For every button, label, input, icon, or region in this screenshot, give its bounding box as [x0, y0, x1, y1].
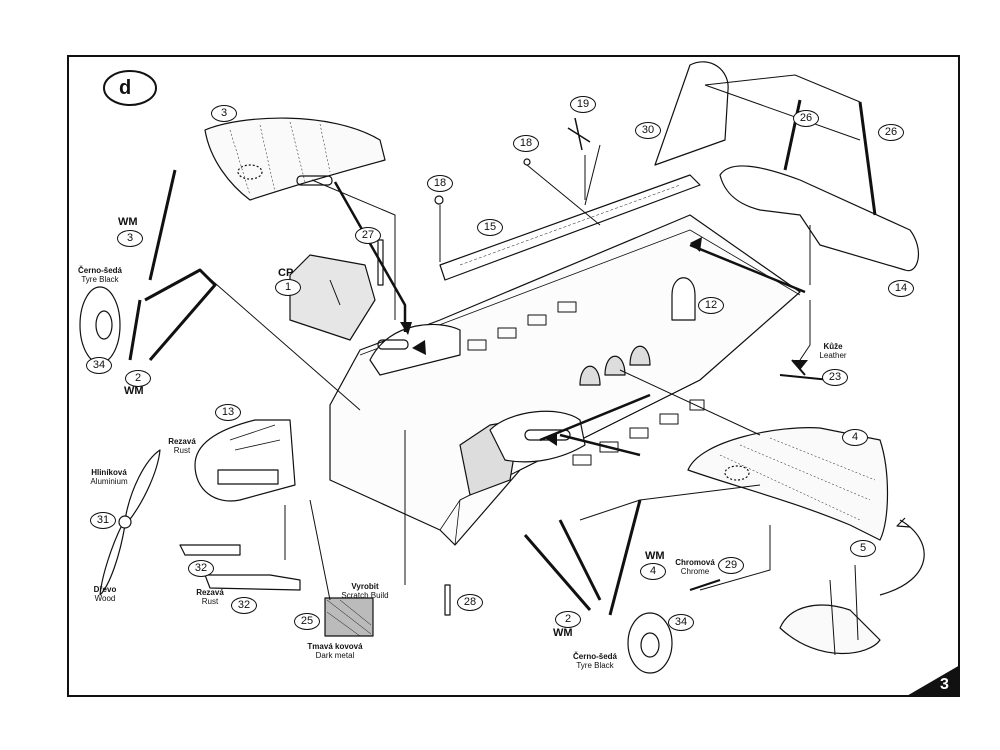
engine-cowling [194, 419, 296, 502]
wm-label: WM [118, 216, 138, 228]
wm-label: WM [553, 627, 573, 639]
part-number: 31 [90, 512, 116, 529]
part-number: 19 [570, 96, 596, 113]
fuselage [329, 214, 801, 546]
part-number: 2 [555, 611, 581, 628]
part-number: 4 [640, 563, 666, 580]
propeller [99, 449, 161, 596]
page-number: 3 [940, 676, 949, 693]
part-number: 3 [117, 230, 143, 247]
part-number: 18 [513, 135, 539, 152]
wheel-right [627, 612, 673, 674]
wm-label: WM [645, 550, 665, 562]
lower-wing-right [687, 427, 889, 541]
step-letter: d [119, 77, 132, 99]
part-number: 34 [668, 614, 694, 631]
wm-label: WM [124, 385, 144, 397]
part-number: 25 [294, 613, 320, 630]
part-number: 23 [822, 369, 848, 386]
cp-label: CP [278, 267, 294, 279]
wheel-left [79, 286, 121, 364]
part-number: 29 [718, 557, 744, 574]
part-number: 15 [477, 219, 503, 236]
part-number: 32 [231, 597, 257, 614]
stabilizer [719, 165, 919, 272]
part-number: 14 [888, 280, 914, 297]
part-number: 12 [698, 297, 724, 314]
upper-wing-left [204, 117, 386, 201]
part-number: 1 [275, 279, 301, 296]
part-number: 3 [211, 105, 237, 122]
part-number: 5 [850, 540, 876, 557]
part-number: 26 [878, 124, 904, 141]
part-number: 13 [215, 404, 241, 421]
instruction-frame [67, 55, 960, 697]
part-number: 32 [188, 560, 214, 577]
part-number: 27 [355, 227, 381, 244]
tail-fin [654, 61, 729, 166]
part-number: 18 [427, 175, 453, 192]
part-number: 34 [86, 357, 112, 374]
part-number: 2 [125, 370, 151, 387]
part-number: 26 [793, 110, 819, 127]
part-number: 28 [457, 594, 483, 611]
step-circle [103, 70, 157, 106]
part-number: 4 [842, 429, 868, 446]
part-number: 30 [635, 122, 661, 139]
